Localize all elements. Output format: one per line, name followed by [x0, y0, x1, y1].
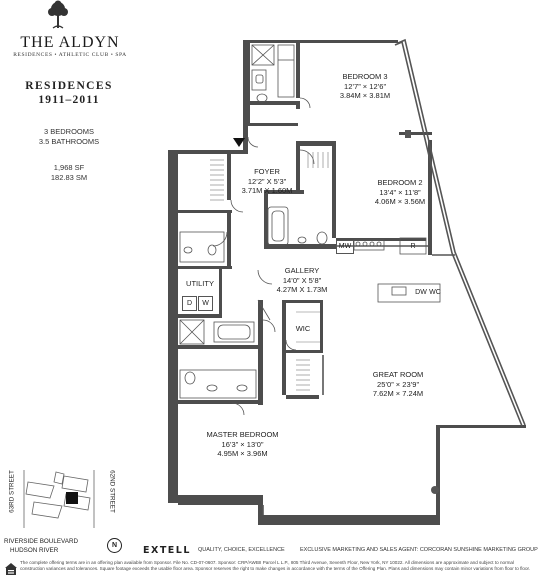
bedroom-2-label: BEDROOM 2 13’4” × 11’8” 4.06M × 3.56M: [355, 178, 445, 207]
disclaimer-line-1: The complete offering terms are in an of…: [20, 560, 515, 565]
bedroom-3-imperial: 12’7” × 12’6”: [344, 81, 386, 91]
square-meters: 182.83 SM: [50, 173, 88, 182]
bedroom-2-metric: 4.06M × 3.56M: [374, 197, 426, 206]
disclaimer-line-2: construction variances and tolerances. S…: [20, 566, 531, 571]
gallery-imperial: 14’0” X 5’8”: [282, 275, 322, 285]
map-river: HUDSON RIVER: [10, 547, 59, 554]
foyer-imperial: 12’2” X 5’3”: [247, 176, 287, 186]
brand-tagline: RESIDENCES • ATHLETIC CLUB • SPA: [13, 52, 127, 58]
bedroom-3-name: BEDROOM 3: [342, 72, 388, 81]
residences-years: 1911–2011: [38, 94, 100, 106]
foyer-label: FOYER 12’2” X 5’3” 3.71M X 1.60M: [232, 167, 302, 196]
great-room-name: GREAT ROOM: [372, 370, 424, 379]
bedroom-3-metric: 3.84M × 3.81M: [339, 91, 391, 100]
bedroom-2-imperial: 13’4” × 11’8”: [379, 187, 421, 197]
developer-logo: EXTELL: [143, 545, 191, 556]
wine-cooler-label: WC: [429, 289, 441, 296]
logo-tree-icon: [45, 0, 71, 30]
dryer-box: W: [198, 296, 213, 311]
master-bedroom-metric: 4.95M × 3.96M: [217, 449, 268, 458]
bedroom-2-name: BEDROOM 2: [377, 178, 423, 187]
bedroom-3-label: BEDROOM 3 12’7” × 12’6” 3.84M × 3.81M: [320, 72, 410, 101]
map-boulevard: RIVERSIDE BOULEVARD: [4, 538, 79, 545]
master-bedroom-imperial: 16’3” × 13’0”: [221, 439, 264, 449]
north-compass-icon: N: [107, 538, 122, 553]
great-room-metric: 7.62M × 7.24M: [372, 389, 424, 398]
great-room-imperial: 25’0” × 23’9”: [377, 379, 419, 389]
master-bedroom-name: MASTER BEDROOM: [206, 430, 279, 439]
microwave-box: MW: [336, 240, 354, 254]
foyer-name: FOYER: [254, 167, 280, 176]
square-feet: 1,968 SF: [53, 163, 85, 172]
developer-tagline: QUALITY, CHOICE, EXCELLENCE: [198, 547, 285, 553]
brand-name: THE ALDYN: [20, 34, 120, 51]
equal-housing-icon: [4, 562, 18, 576]
bedroom-count: 3 BEDROOMS: [43, 127, 94, 136]
foyer-metric: 3.71M X 1.60M: [241, 186, 293, 195]
great-room-label: GREAT ROOM 25’0” × 23’9” 7.62M × 7.24M: [348, 370, 448, 399]
location-map: [4, 462, 114, 532]
master-bedroom-label: MASTER BEDROOM 16’3” × 13’0” 4.95M × 3.9…: [190, 430, 295, 459]
gallery-label: GALLERY 14’0” X 5’8” 4.27M X 1.73M: [262, 266, 342, 295]
wic-label: WIC: [295, 324, 311, 333]
gallery-name: GALLERY: [284, 266, 320, 275]
dishwasher-label: DW: [415, 289, 427, 296]
map-63rd-street: 63RD STREET: [8, 470, 16, 513]
marketing-agent: EXCLUSIVE MARKETING AND SALES AGENT: COR…: [300, 547, 538, 553]
refrigerator-label: R: [410, 243, 416, 250]
residences-title: RESIDENCES: [25, 80, 113, 92]
map-62nd-street: 62ND STREET: [108, 470, 116, 513]
gallery-metric: 4.27M X 1.73M: [276, 285, 328, 294]
washer-box: D: [182, 296, 197, 311]
bathroom-count: 3.5 BATHROOMS: [38, 137, 100, 146]
utility-label: UTILITY: [186, 279, 214, 288]
